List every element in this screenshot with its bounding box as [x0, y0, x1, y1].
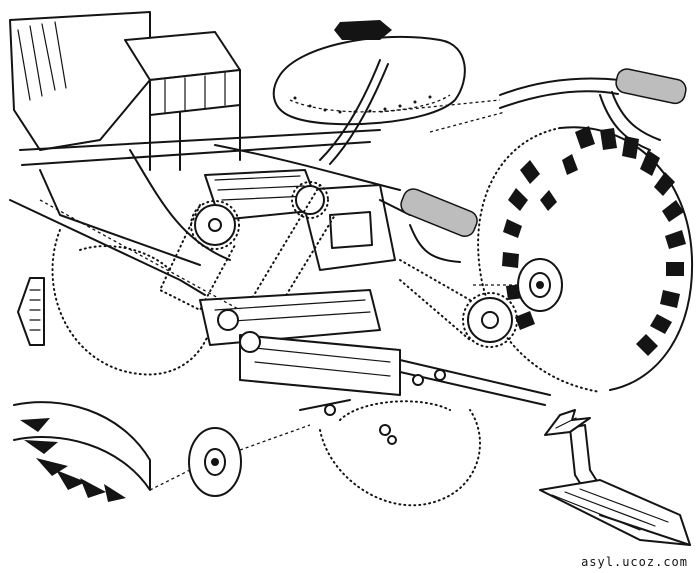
control-lever [379, 188, 478, 263]
right-grip [615, 68, 687, 105]
left-grip [400, 188, 478, 238]
lower-chassis [39, 199, 551, 411]
fuel-cap [334, 20, 392, 40]
drive-disc [149, 424, 311, 497]
lower-wheel [319, 400, 481, 507]
toothed-rotor [13, 401, 151, 502]
sprockets [190, 181, 518, 348]
fuel-tank [272, 20, 466, 126]
left-wheel [51, 229, 211, 376]
fasteners [324, 369, 446, 445]
tyre-treads [502, 126, 686, 356]
drive-wheel [470, 126, 694, 393]
watermark: asyl.ucoz.com [581, 555, 688, 569]
handlebar [379, 68, 687, 151]
assembly-arrow-icon [544, 409, 591, 436]
plough-share [539, 424, 691, 546]
dispenser-box [124, 31, 241, 171]
seed-hopper [9, 11, 151, 151]
direction-arrow-icon [17, 277, 45, 346]
